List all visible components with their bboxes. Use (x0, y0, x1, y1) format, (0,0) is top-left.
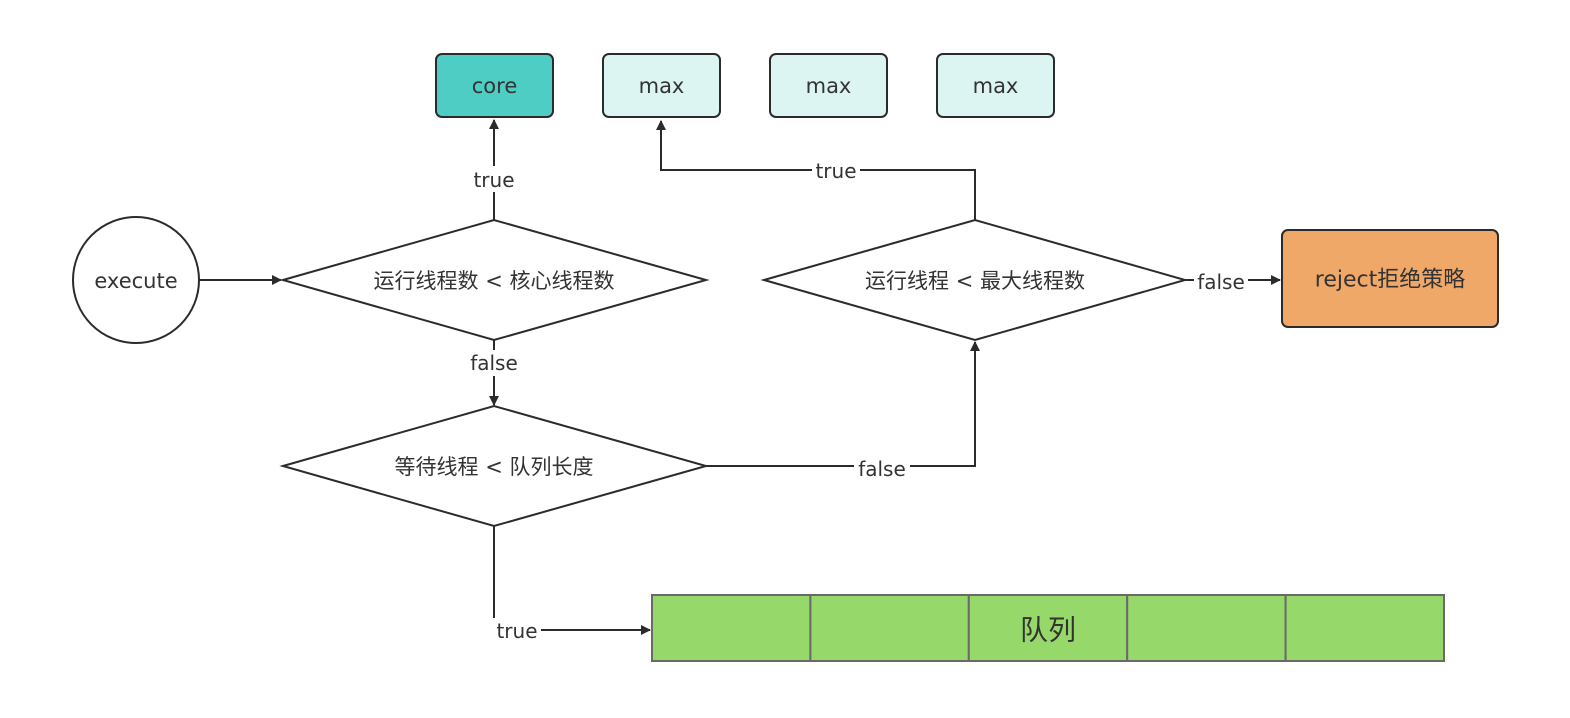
queue-slot (1126, 594, 1287, 662)
max-thread-label: max (973, 74, 1019, 98)
queue-label: 队列 (1020, 614, 1076, 647)
core-thread-box (435, 53, 554, 118)
queue-slot (967, 594, 1129, 662)
max-thread-box (936, 53, 1055, 118)
max-check-label: 运行线程 < 最大线程数 (865, 269, 1085, 293)
queue-check-label: 等待线程 < 队列长度 (395, 455, 594, 479)
execute-start-node (72, 216, 200, 344)
max-thread-box (602, 53, 721, 118)
edge-label-bg (1194, 268, 1248, 294)
core-check-label: 运行线程数 < 核心线程数 (374, 269, 615, 293)
edge-label-bg (467, 350, 521, 376)
queue-slot (651, 594, 812, 662)
queue-slot (809, 594, 970, 662)
edge-label-bg (812, 158, 860, 184)
core-false-label: false (470, 351, 518, 375)
max-thread-label: max (639, 74, 685, 98)
queue-false-label: false (858, 457, 906, 481)
max-thread-box (769, 53, 888, 118)
max-thread-label: max (806, 74, 852, 98)
max-false-label: false (1197, 270, 1245, 294)
edge-queue-false (706, 341, 980, 467)
core-thread-label: core (472, 74, 518, 98)
max-check-decision (760, 218, 1189, 342)
core-true-label: true (473, 168, 514, 192)
edge-label-bg (470, 166, 518, 192)
edge-label-bg (493, 618, 541, 644)
queue-true-label: true (496, 619, 537, 643)
edge-label-bg (854, 456, 910, 482)
queue-block (651, 594, 1445, 662)
core-check-decision (279, 218, 710, 342)
reject-label: reject拒绝策略 (1315, 268, 1465, 293)
execute-label: execute (94, 269, 177, 293)
edge-queue-true (493, 526, 651, 635)
thread-pool: core max max max (435, 53, 1055, 118)
queue-slot (1284, 594, 1445, 662)
max-true-label: true (815, 159, 856, 183)
reject-box (1281, 229, 1499, 328)
queue-check-decision (279, 404, 710, 528)
